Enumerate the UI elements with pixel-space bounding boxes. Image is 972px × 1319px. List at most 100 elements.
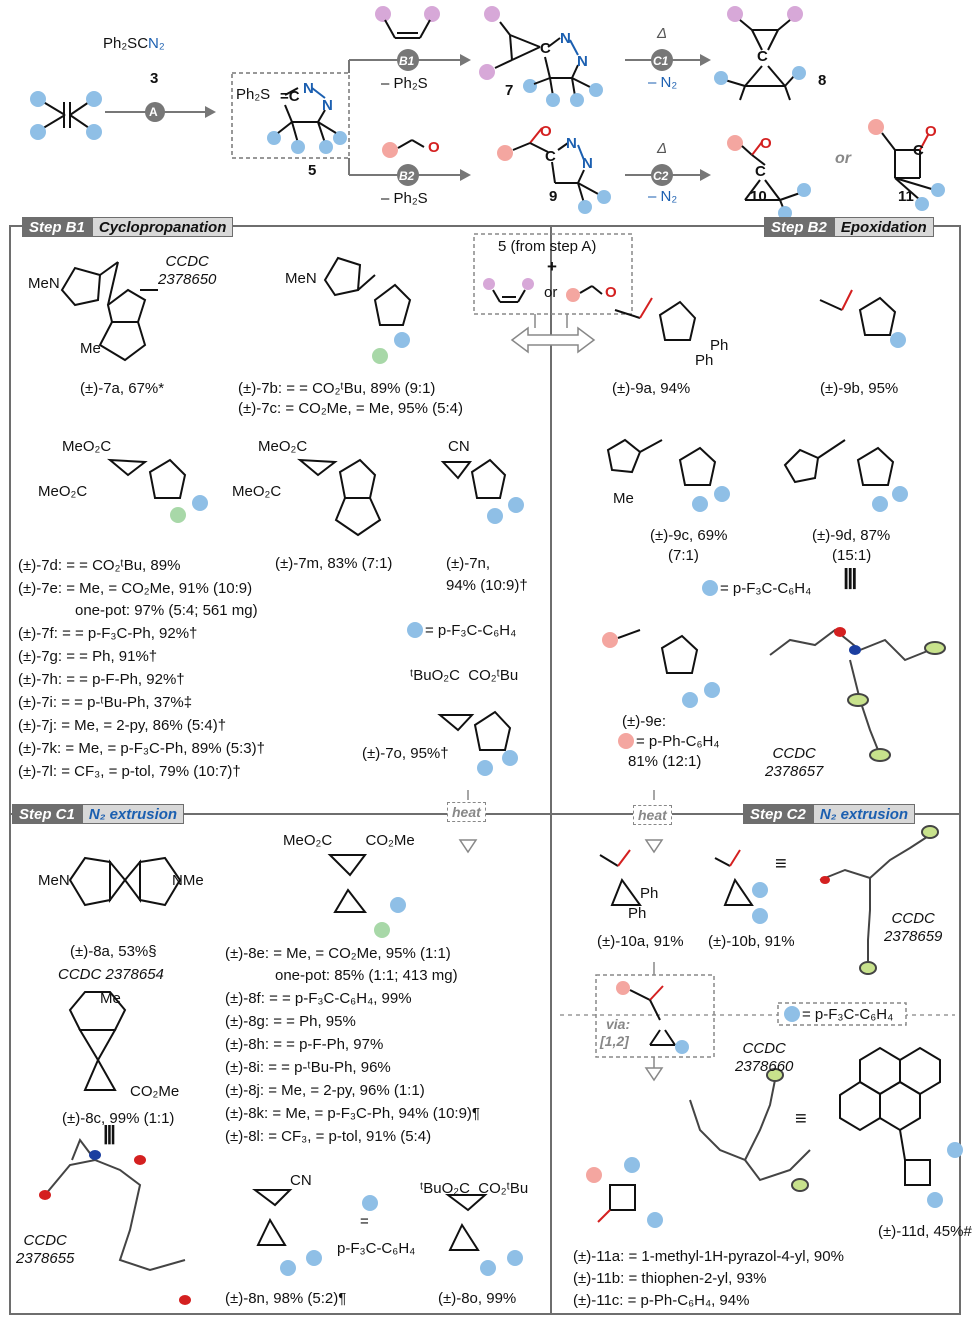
heat-symbol-c2: Δ — [657, 140, 668, 157]
product-10-oxygen: O — [760, 135, 772, 152]
ccdc-8a: CCDC 2378654 — [58, 966, 164, 983]
8n-CN: CN — [290, 1172, 312, 1189]
legend-c1-line2: p-F₃C-C₆H₄ — [337, 1240, 416, 1257]
header-c1-step: Step C1 — [12, 804, 82, 824]
label-9c-line2: (7:1) — [668, 547, 699, 564]
header-b2-step: Step B2 — [764, 217, 834, 237]
label-7f: (±)-7f: = = p-F₃C-Ph, 92%† — [18, 625, 198, 642]
8a-NMe: NMe — [172, 872, 204, 889]
step-c1-label: C1 — [653, 54, 669, 68]
label-7i: (±)-7i: = = p-ᵗBu-Ph, 37%‡ — [18, 694, 193, 711]
label-8c: (±)-8c, 99% (1:1) — [62, 1110, 175, 1127]
legend-c2: = p-F₃C-C₆H₄ — [782, 1006, 893, 1024]
heat-arrow-left — [458, 790, 478, 854]
center-box-plus: + — [547, 257, 557, 276]
header-b1-step: Step B1 — [22, 217, 92, 237]
7m-ester1: MeO₂C — [258, 438, 308, 455]
center-box-oxygen: O — [605, 284, 617, 301]
ccdc-11d-line1: CCDC — [742, 1040, 786, 1057]
crystal-structure-8c — [39, 1137, 191, 1305]
product-11-carbon: C — [913, 142, 924, 159]
crystal-structure-9e — [769, 627, 946, 762]
equiv-10b: ≡ — [775, 853, 787, 875]
product-7-n2: N — [577, 53, 588, 70]
header-step-c2: Step C2 N₂ extrusion — [743, 804, 916, 824]
ccdc-8c: CCDC 2378655 — [16, 1232, 74, 1268]
ccdc-9e-line2: 2378657 — [765, 763, 824, 780]
8c-Me: Me — [100, 990, 121, 1007]
intermediate-5-carbon: =C — [280, 88, 300, 105]
ccdc-10b: CCDC 2378659 — [884, 910, 942, 946]
intermediate-5-label: 5 — [308, 162, 317, 179]
center-box-or: or — [544, 284, 558, 301]
label-7h: (±)-7h: = = p-F-Ph, 92%† — [18, 671, 185, 688]
via-shift: [1,2] — [600, 1033, 629, 1049]
or-label: or — [835, 150, 851, 167]
7d-ester1: MeO₂C — [62, 438, 112, 455]
product-7-label: 7 — [505, 82, 514, 99]
label-7e-onepot: one-pot: 97% (5:4; 561 mg) — [75, 602, 258, 619]
structure-9b — [819, 289, 906, 348]
ccdc-9e-line1: CCDC — [772, 745, 816, 762]
equiv-11d: ≡ — [795, 1108, 807, 1130]
label-8n: (±)-8n, 98% (5:2)¶ — [225, 1290, 347, 1307]
step-b1-label: B1 — [399, 54, 415, 68]
ccdc-7a: CCDC 2378650 — [158, 253, 216, 289]
product-7-carbon: C — [540, 40, 551, 57]
header-b2-title: Epoxidation — [833, 217, 934, 237]
heat-symbol-c1: Δ — [657, 25, 668, 42]
label-9d-line1: (±)-9d, 87% — [812, 527, 891, 544]
product-7-n1: N — [560, 30, 571, 47]
10a-Ph2: Ph — [628, 905, 647, 922]
byproduct-b2: – Ph₂S — [381, 190, 428, 207]
structure-11d — [839, 1046, 963, 1208]
reagent-3-n2: N₂ — [148, 35, 165, 52]
crystal-structure-10b — [819, 825, 939, 975]
product-11-oxygen: O — [925, 123, 937, 140]
crystal-structure-11d — [689, 1068, 811, 1192]
via-label: via: — [606, 1016, 631, 1032]
ccdc-7a-line1: CCDC — [165, 253, 209, 270]
byproduct-b1: – Ph₂S — [381, 75, 428, 92]
legend-c1-dot — [362, 1195, 378, 1211]
structure-9e — [602, 629, 720, 708]
8o-esters: ᵗBuO₂C CO₂ᵗBu — [420, 1180, 529, 1197]
structure-10b — [714, 849, 768, 924]
product-8-carbon: C — [757, 48, 768, 65]
structure-8c — [68, 991, 127, 1091]
8e-esters: MeO₂C CO₂Me — [283, 832, 415, 849]
product-10-carbon: C — [755, 163, 766, 180]
center-cis-alkene — [483, 278, 534, 303]
label-7a: (±)-7a, 67%* — [80, 380, 165, 397]
heat-label-right: heat — [633, 805, 672, 825]
c2-legend-box — [777, 1002, 907, 1026]
ccdc-8c-line1: CCDC — [23, 1232, 67, 1249]
header-b1-title: Cyclopropanation — [91, 217, 234, 237]
7m-ester2: MeO₂C — [232, 483, 282, 500]
9a-Ph1: Ph — [710, 337, 729, 354]
header-c2-step: Step C2 — [743, 804, 813, 824]
8c-ester: CO₂Me — [130, 1083, 180, 1100]
step-b2-label: B2 — [399, 169, 415, 183]
label-9e-dot — [618, 733, 634, 749]
structure-9d — [783, 439, 908, 512]
structure-7a — [60, 261, 158, 362]
product-10-label: 10 — [750, 188, 767, 205]
intermediate-5-n1: N — [303, 80, 314, 97]
legend-c2-text: = p-F₃C-C₆H₄ — [802, 1006, 894, 1023]
panel-frame — [9, 225, 961, 1315]
10a-Ph1: Ph — [640, 885, 659, 902]
reagent-3-carbon: C — [137, 35, 149, 52]
product-7-structure — [479, 6, 603, 107]
label-7n-line1: (±)-7n, — [446, 555, 491, 572]
header-step-c1: Step C1 N₂ extrusion — [12, 804, 185, 824]
label-7k: (±)-7k: = Me, = p-F₃C-Ph, 89% (5:3)† — [18, 740, 265, 757]
header-c1-title: N₂ extrusion — [81, 804, 185, 824]
legend-b1-dot — [407, 622, 423, 638]
center-reagent-box — [473, 233, 633, 315]
label-7j: (±)-7j: = Me, = 2-py, 86% (5:4)† — [18, 717, 227, 734]
n2-loss-c2: – N₂ — [648, 188, 678, 205]
label-8j: (±)-8j: = Me, = 2-py, 96% (1:1) — [225, 1082, 425, 1099]
structure-8o — [445, 1194, 523, 1276]
7a-MeN: MeN — [28, 275, 60, 292]
